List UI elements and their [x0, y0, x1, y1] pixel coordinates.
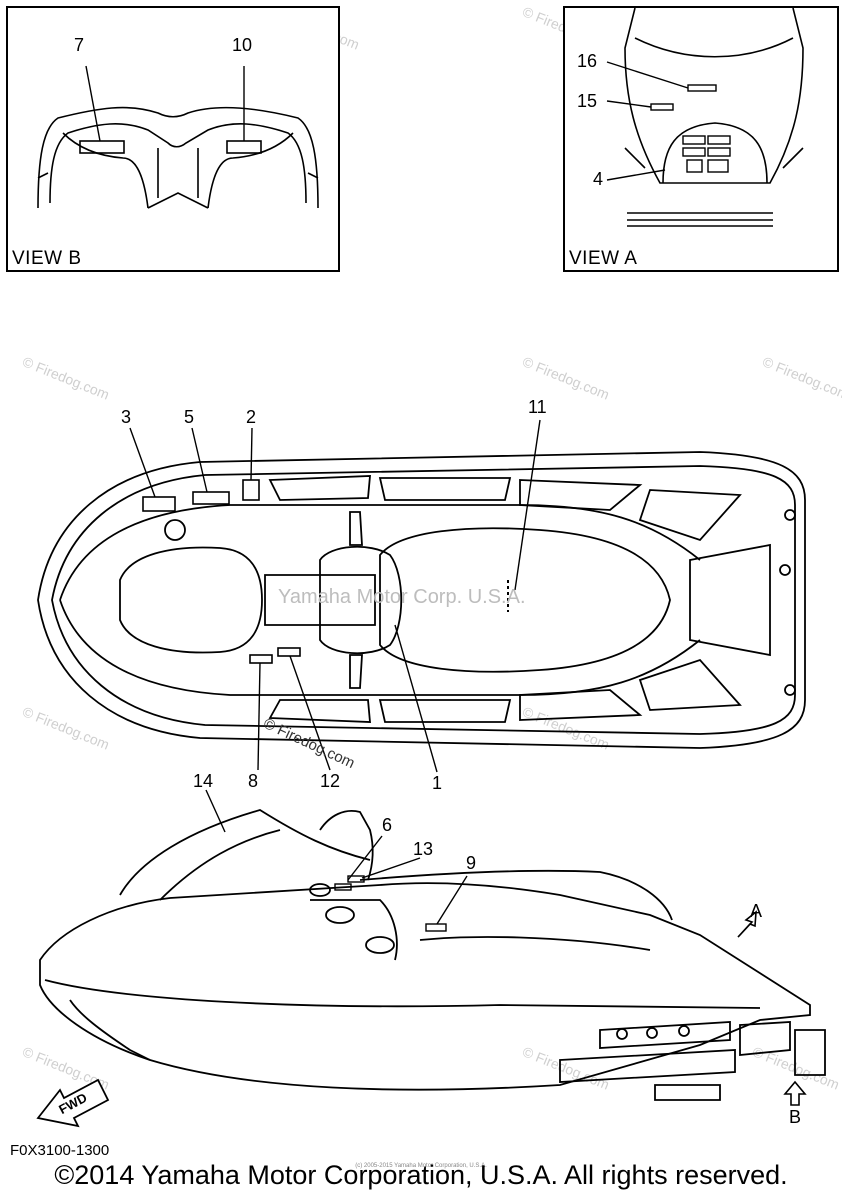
view-a-drawing: [606, 8, 804, 227]
callout-9: 9: [466, 853, 477, 873]
watermark: © Firedog.com: [520, 703, 612, 753]
label-7-rect: [79, 140, 125, 154]
callout-7: 7: [74, 35, 85, 55]
callout-15: 15: [577, 91, 598, 111]
callout-4: 4: [593, 169, 604, 189]
view-b-panel: 7 10 VIEW B: [6, 6, 340, 272]
label-10-rect: [226, 140, 262, 154]
callout-6: 6: [382, 815, 393, 835]
callout-B: B: [789, 1107, 802, 1127]
callout-13: 13: [413, 839, 434, 859]
fwd-label: FWD: [56, 1089, 90, 1118]
callout-14: 14: [193, 771, 214, 791]
callout-16: 16: [577, 51, 598, 71]
callout-11: 11: [528, 397, 547, 417]
firedog-watermark-inline: © Firedog.com: [260, 715, 358, 773]
copyright: ©2014 Yamaha Motor Corporation, U.S.A. A…: [54, 1160, 788, 1190]
watermark: © Firedog.com: [750, 1043, 842, 1093]
watermark: © Firedog.com: [20, 703, 112, 753]
callout-5: 5: [184, 407, 195, 427]
watermark: © Firedog.com: [20, 353, 112, 403]
view-b-label: VIEW B: [12, 248, 82, 269]
drawing-code: F0X3100-1300: [10, 1142, 110, 1159]
watermark: © Firedog.com: [520, 1043, 612, 1093]
view-b-drawing: [37, 65, 319, 209]
callout-10: 10: [232, 35, 253, 55]
view-a-panel: 16 15 4 VIEW A: [563, 6, 839, 272]
watermark: © Firedog.com: [760, 353, 842, 403]
watermark: © Firedog.com: [20, 1043, 112, 1093]
view-a-label: VIEW A: [569, 248, 638, 269]
watermark: © Firedog.com: [520, 353, 612, 403]
fine-print: (c) 2005-2015 Yamaha Motor Corporation, …: [355, 1163, 487, 1169]
callout-2: 2: [246, 407, 257, 427]
callout-A: A: [750, 901, 763, 921]
center-watermark: Yamaha Motor Corp. U.S.A.: [278, 586, 526, 608]
callout-8: 8: [248, 771, 259, 791]
callout-12: 12: [320, 771, 341, 791]
callout-3: 3: [121, 407, 132, 427]
callout-1: 1: [432, 773, 443, 793]
